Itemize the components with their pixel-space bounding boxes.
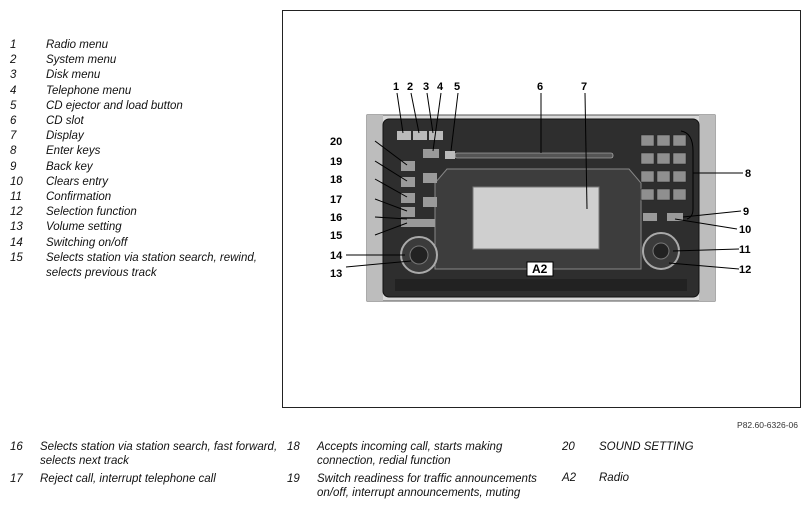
callout-8: 8 [745,168,751,180]
clear-key [667,213,683,221]
faceplate-bottom [395,279,687,291]
callout-20: 20 [330,136,342,148]
bezel-left-edge [367,115,383,301]
enter-keys-bracket [680,130,694,220]
left-key-b [423,197,437,207]
figure-reference: P82.60-6326-06 [737,420,798,430]
callout-5: 5 [454,81,460,93]
unit-label: A2 [532,262,548,276]
callout-9: 9 [743,206,749,218]
callout-10: 10 [739,224,751,236]
callout-17: 17 [330,194,342,206]
callout-12: 12 [739,264,751,276]
callout-15: 15 [330,230,342,242]
callout-11: 11 [739,244,751,256]
volume-knob-center [409,245,429,265]
display-screen [472,186,600,250]
leader-lines [345,92,743,270]
callout-1: 1 [393,81,399,93]
callout-2: 2 [407,81,413,93]
unit-label-box [526,261,554,277]
callout-13: 13 [330,268,342,280]
system-menu-button [413,131,427,140]
left-key-a [423,173,437,183]
bezel-right-edge [699,115,715,301]
callout-19: 19 [330,156,342,168]
cd-slot [454,152,614,159]
radio-menu-button [397,131,411,140]
radio-figure: 1 2 3 4 5 6 7 8 9 10 11 12 13 14 15 16 1… [282,10,801,408]
accept-call-button [401,193,415,203]
callout-4: 4 [437,81,444,93]
disk-menu-button [429,131,443,140]
callout-14: 14 [330,250,343,262]
radio-illustration: 1 2 3 4 5 6 7 8 9 10 11 12 13 14 15 16 1… [330,81,751,302]
confirm-controller-center [652,242,670,260]
seek-buttons [401,219,435,227]
callout-6: 6 [537,81,543,93]
sound-button [401,161,415,171]
callout-18: 18 [330,174,342,186]
callout-3: 3 [423,81,429,93]
callout-16: 16 [330,212,342,224]
reject-call-button [401,207,415,217]
telephone-menu-button [423,149,439,158]
traffic-button [401,177,415,187]
callout-7: 7 [581,81,587,93]
keypad [640,134,687,201]
cd-eject-button [445,151,455,159]
back-key [643,213,657,221]
